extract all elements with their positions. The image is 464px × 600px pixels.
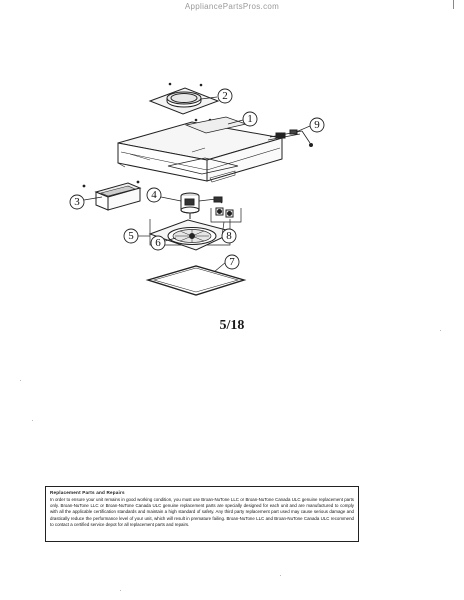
svg-text:8: 8 [226,230,232,242]
svg-text:2: 2 [222,90,228,102]
scan-speck [32,420,33,421]
scan-speck [280,575,281,576]
callout-7: 7 [224,254,240,270]
scan-speck [440,330,441,331]
callout-8: 8 [221,228,237,244]
callout-1: 1 [242,111,258,127]
callout-9: 9 [309,117,325,133]
part-mounting-hardware[interactable] [210,207,242,223]
callout-6: 6 [150,235,166,251]
part-hood-body[interactable] [117,116,283,183]
svg-text:1: 1 [247,113,253,125]
page-number: 5/18 [219,318,245,333]
svg-text:3: 3 [74,196,80,208]
callout-5: 5 [123,228,139,244]
scan-speck [120,590,121,591]
callout-2: 2 [217,88,233,104]
callout-4: 4 [146,187,162,203]
replacement-parts-notice: Replacement Parts and Repairs In order t… [45,486,359,542]
corner-tick [453,0,454,9]
svg-text:9: 9 [314,119,320,131]
part-grease-filter[interactable] [145,265,247,296]
part-light-housing[interactable] [82,180,142,211]
callout-3: 3 [69,194,85,210]
scan-speck [20,380,21,381]
part-duct-collar[interactable] [148,82,220,122]
svg-text:6: 6 [155,237,161,249]
part-fan-plate[interactable] [148,219,236,251]
part-motor[interactable] [180,192,223,219]
notice-body: In order to ensure your unit remains in … [50,497,354,527]
svg-text:4: 4 [151,189,157,201]
watermark: AppliancePartsPros.com [184,2,280,11]
svg-text:5: 5 [128,230,134,242]
svg-text:7: 7 [229,256,235,268]
notice-title: Replacement Parts and Repairs [50,490,125,495]
